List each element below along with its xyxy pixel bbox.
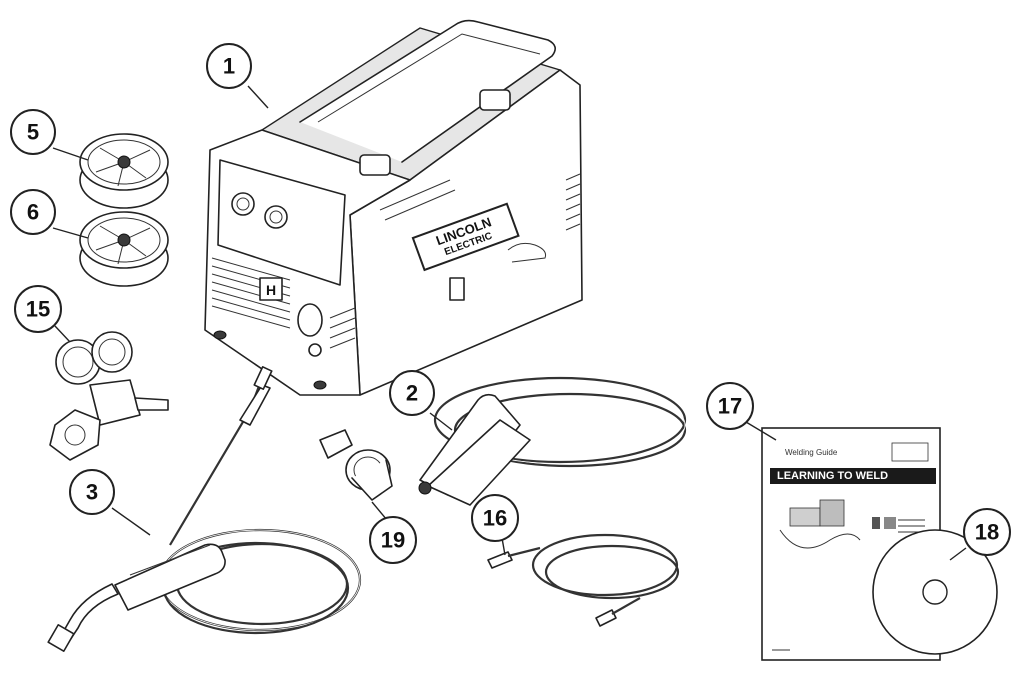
callout-16-label: 16 — [483, 506, 507, 531]
callout-2: 2 — [389, 370, 435, 416]
callout-18-label: 18 — [975, 520, 999, 545]
welder-machine: H LINCOLN ELECTRIC — [204, 19, 583, 396]
wire-spool-5 — [79, 133, 169, 209]
callout-15: 15 — [14, 285, 62, 333]
brand-plate: LINCOLN ELECTRIC — [411, 202, 520, 272]
callout-3-label: 3 — [86, 480, 98, 505]
mig-gun — [47, 366, 362, 652]
instruction-cd — [872, 529, 998, 655]
book-cover-illustration — [772, 499, 925, 651]
book-subtitle: Welding Guide — [785, 448, 838, 457]
panel-letter: H — [266, 282, 276, 298]
gas-regulator — [49, 331, 169, 461]
callout-1-label: 1 — [223, 54, 235, 79]
callout-6-label: 6 — [27, 200, 39, 225]
callout-1: 1 — [206, 43, 252, 89]
callout-17: 17 — [706, 382, 754, 430]
callout-2-label: 2 — [406, 381, 418, 406]
callout-19: 19 — [369, 516, 417, 564]
callout-5: 5 — [10, 109, 56, 155]
callout-15-label: 15 — [26, 297, 50, 322]
callout-3: 3 — [69, 469, 115, 515]
leader-lines — [52, 85, 967, 561]
callout-16: 16 — [471, 494, 519, 542]
gas-hose — [487, 533, 680, 627]
callout-19-label: 19 — [381, 528, 405, 553]
callout-5-label: 5 — [27, 120, 39, 145]
book-title: LEARNING TO WELD — [777, 470, 888, 482]
callout-17-label: 17 — [718, 394, 742, 419]
gun-adapter — [319, 429, 393, 501]
wire-spool-6 — [79, 211, 169, 287]
work-clamp — [418, 376, 687, 506]
callout-18: 18 — [963, 508, 1011, 556]
callout-6: 6 — [10, 189, 56, 235]
